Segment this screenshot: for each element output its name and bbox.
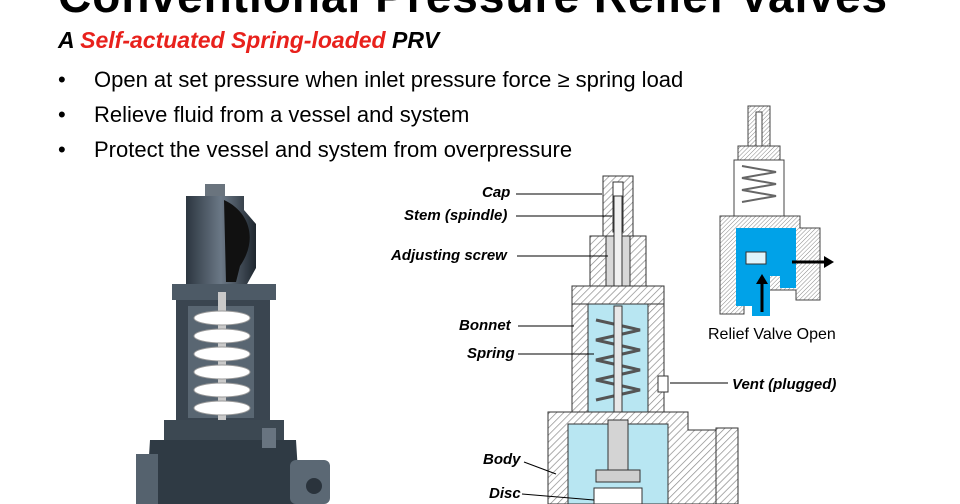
label-spring: Spring xyxy=(467,345,515,362)
label-stem: Stem (spindle) xyxy=(404,207,508,224)
bullet-text: Protect the vessel and system from overp… xyxy=(94,137,573,162)
bullet-dot: • xyxy=(58,102,66,127)
bullet-dot: • xyxy=(58,67,66,92)
label-vent: Vent (plugged) xyxy=(732,376,837,393)
bullet-item: • Relieve fluid from a vessel and system xyxy=(58,99,683,134)
bullet-dot: • xyxy=(58,137,66,162)
bullet-text: Open at set pressure when inlet pressure… xyxy=(94,67,684,92)
cross-section-diagram xyxy=(516,175,739,504)
subtitle-suffix: PRV xyxy=(385,27,440,53)
label-body: Body xyxy=(483,451,521,468)
bullet-item: • Protect the vessel and system from over… xyxy=(58,134,683,169)
label-disc: Disc xyxy=(489,485,521,502)
bullet-item: • Open at set pressure when inlet pressur… xyxy=(58,64,683,99)
bullet-text: Relieve fluid from a vessel and system xyxy=(94,102,470,127)
spring-coils-photo xyxy=(193,310,251,416)
cutaway-valve-photo xyxy=(136,184,330,504)
slide-subtitle: A Self-actuated Spring-loaded PRV xyxy=(58,27,439,54)
label-bonnet: Bonnet xyxy=(459,317,511,334)
relief-valve-caption: Relief Valve Open xyxy=(708,326,836,343)
relief-valve-open-schematic xyxy=(719,105,834,316)
bullet-list: • Open at set pressure when inlet pressur… xyxy=(58,64,683,169)
slide-title: Conventional Pressure Relief Valves xyxy=(58,0,888,22)
label-adjusting-screw: Adjusting screw xyxy=(391,247,507,264)
subtitle-prefix: A xyxy=(58,27,81,53)
label-cap: Cap xyxy=(482,184,511,201)
subtitle-highlight: Self-actuated Spring-loaded xyxy=(80,27,386,53)
spring-coils-diagram xyxy=(595,318,641,402)
